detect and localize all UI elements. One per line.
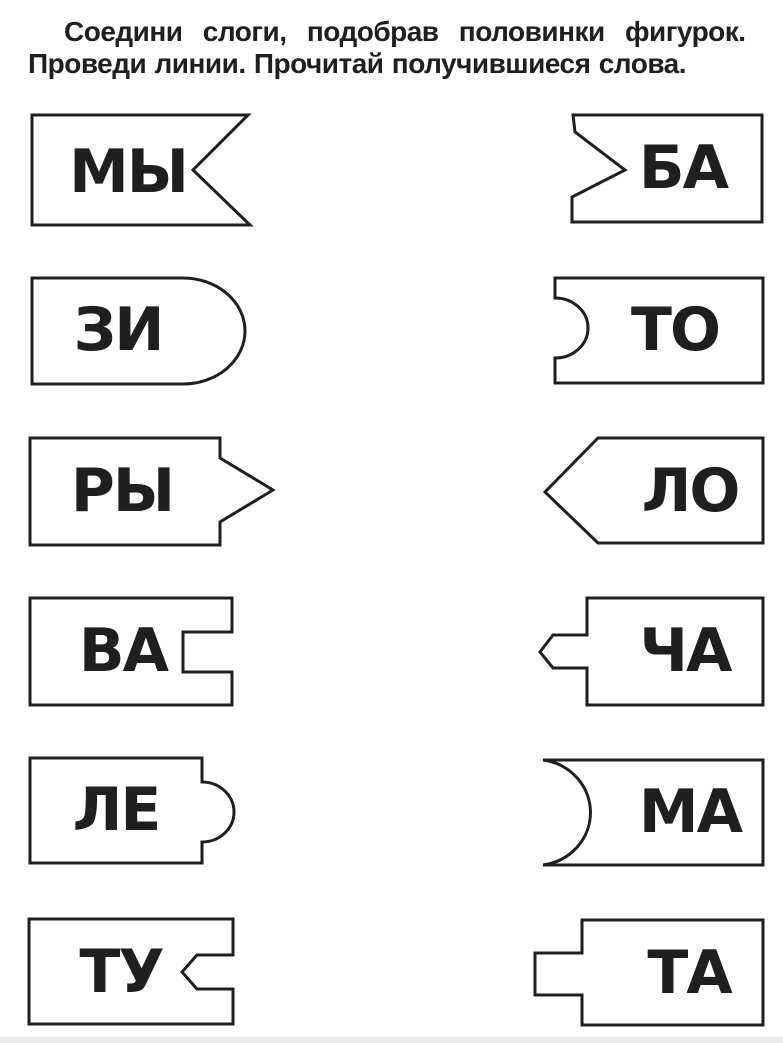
syllable-label: ВА (79, 616, 170, 686)
card-ta[interactable]: ТА (533, 918, 765, 1027)
card-tu[interactable]: ТУ (27, 917, 235, 1026)
instructions: Соедини слоги, подобрав половинки фигуро… (0, 16, 783, 81)
shape-chevron-notch-icon (27, 917, 235, 1026)
syllable-label: ЧА (640, 616, 733, 686)
syllable-label: БА (639, 133, 730, 203)
card-ba[interactable]: БА (570, 113, 765, 224)
card-my[interactable]: МЫ (30, 113, 255, 227)
card-va[interactable]: ВА (28, 596, 234, 707)
card-le[interactable]: ЛЕ (28, 756, 240, 865)
card-to[interactable]: ТО (553, 276, 765, 385)
shape-chevron-tab-icon (538, 596, 765, 707)
shape-arrow-notch-icon (570, 113, 764, 224)
shape-round-notch-icon (553, 276, 765, 385)
syllable-label: ТА (647, 938, 733, 1008)
shape-round-bump-icon (28, 756, 236, 865)
card-cha[interactable]: ЧА (538, 596, 765, 707)
shape-square-notch-icon (28, 596, 234, 707)
shape-swallowtail-notch-icon (30, 113, 254, 227)
shape-big-round-notch-icon (542, 758, 765, 867)
syllable-label: МА (639, 777, 744, 847)
instructions-line-1: Соедини слоги, подобрав половинки фигуро… (64, 16, 746, 47)
syllable-label: ТУ (79, 937, 163, 1007)
shape-point-cap-icon (543, 436, 765, 545)
syllable-label: ТО (631, 295, 719, 365)
page-edge-strip (0, 1037, 783, 1043)
instructions-line-2: Проведи линии. Прочитай получившиеся сло… (28, 48, 687, 80)
card-zi[interactable]: ЗИ (30, 276, 250, 386)
card-lo[interactable]: ЛО (543, 436, 765, 545)
shape-round-cap-icon (30, 276, 247, 386)
card-ma[interactable]: МА (541, 758, 765, 867)
syllable-label: ЛО (642, 456, 739, 526)
syllable-label: РЫ (71, 456, 173, 526)
syllable-label: ЗИ (74, 295, 163, 365)
shape-square-tab-icon (533, 918, 765, 1027)
syllable-label: МЫ (69, 137, 187, 207)
shape-arrow-point-icon (28, 436, 275, 547)
card-ry[interactable]: РЫ (28, 436, 275, 547)
syllable-label: ЛЕ (73, 775, 160, 845)
